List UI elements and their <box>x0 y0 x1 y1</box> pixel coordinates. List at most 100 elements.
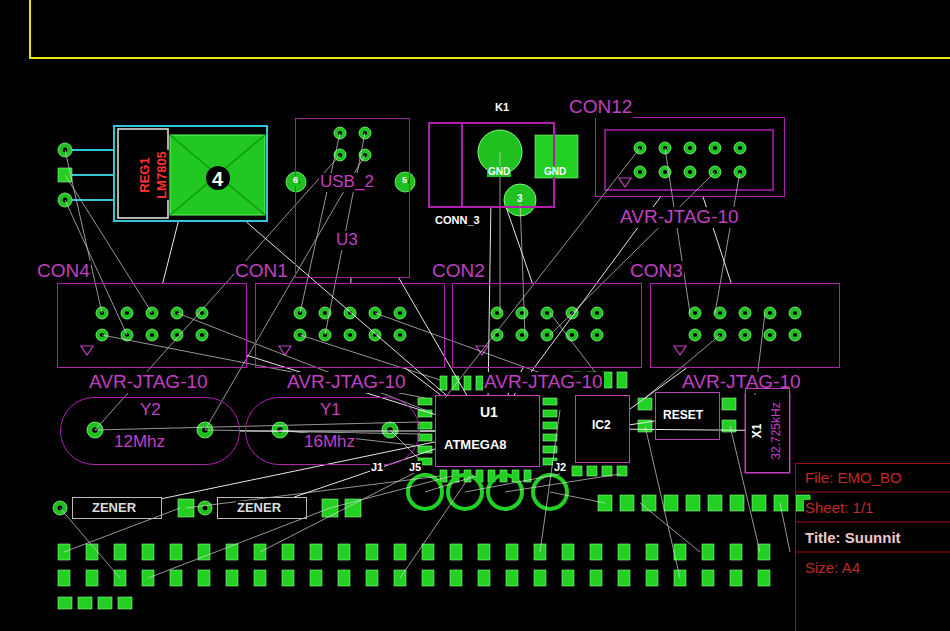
ratsnest-wire <box>550 313 595 372</box>
ratsnest-line <box>405 368 440 395</box>
drill-hole <box>125 311 129 315</box>
ratsnest <box>60 133 790 578</box>
smd-pad <box>58 597 72 609</box>
component-outline: U1ATMEGA8 <box>435 395 540 467</box>
smd-pad <box>534 570 546 586</box>
smd-pad <box>418 398 432 405</box>
ratsnest-line <box>399 278 467 395</box>
ratsnest-wire <box>400 476 470 578</box>
regulator-legs <box>72 150 113 200</box>
through-hole-pad <box>146 329 158 341</box>
ratsnest-line <box>240 431 435 432</box>
smd-pad <box>686 495 700 511</box>
through-hole-pad <box>516 329 528 341</box>
through-hole-pad <box>369 329 381 341</box>
pad-number: J2 <box>553 461 567 473</box>
drill-hole <box>200 333 204 337</box>
smd-pad <box>506 570 518 586</box>
through-hole-pad <box>541 329 553 341</box>
silkscreen-text: AVR-JTAG-10 <box>681 372 802 393</box>
drill-hole <box>520 311 524 315</box>
ratsnest-wire <box>520 200 525 335</box>
smd-pad <box>418 434 432 441</box>
smd-pad <box>562 570 574 586</box>
sheet-frame <box>30 0 950 58</box>
drill-hole <box>203 506 208 511</box>
drill-hole <box>663 170 667 174</box>
smd-pad <box>226 544 238 560</box>
drill-hole <box>595 311 599 315</box>
through-hole-pad <box>689 329 701 341</box>
drill-hole <box>150 333 154 337</box>
smd-pad <box>618 570 630 586</box>
drill-hole <box>638 170 642 174</box>
smd-pad <box>543 398 557 405</box>
through-hole-pad <box>709 142 721 154</box>
ratsnest-wire <box>95 422 418 430</box>
smd-pad <box>506 544 518 560</box>
component-outline: ZENER <box>217 497 307 519</box>
pad-number: 4 <box>211 168 224 190</box>
smd-pad <box>478 544 490 560</box>
smd-pad <box>730 495 744 511</box>
through-hole-pad <box>395 172 415 192</box>
ratsnest-wire <box>640 503 700 552</box>
pad-number: J1 <box>370 461 384 473</box>
through-hole-pad <box>394 307 406 319</box>
smd-pad <box>282 570 294 586</box>
smd-pad <box>394 544 406 560</box>
through-hole-pad <box>171 329 183 341</box>
ratsnest-wire <box>780 503 790 552</box>
silkscreen-text: Y1 <box>319 401 342 420</box>
smd-pad <box>620 495 634 511</box>
drill-hole <box>398 333 402 337</box>
ratsnest-wire <box>330 476 452 508</box>
smd-pad <box>440 376 447 390</box>
component-outline: REG1LM7805 <box>113 125 268 222</box>
drill-hole <box>693 333 697 337</box>
smd-pad <box>617 372 627 388</box>
ratsnest-wire <box>505 474 620 492</box>
ratsnest-line <box>488 208 491 395</box>
drill-hole <box>793 311 797 315</box>
drill-hole <box>738 146 742 150</box>
pad-number: 6 <box>292 176 299 186</box>
component-outline: CON4AVR-JTAG-10 <box>57 283 247 368</box>
crystal-outline <box>745 388 790 473</box>
drill-hole <box>688 170 692 174</box>
smd-pad <box>254 570 266 586</box>
smd-pad <box>170 544 182 560</box>
smd-pad <box>535 135 578 178</box>
ratsnest-wire <box>550 492 605 503</box>
silkscreen-text: CON2 <box>431 261 486 282</box>
tab-pad <box>170 135 265 215</box>
through-hole-pad <box>734 142 746 154</box>
smd-pad <box>602 466 612 476</box>
smd-pad <box>58 570 70 586</box>
ratsnest-wire <box>65 175 152 313</box>
ratsnest-wire <box>645 426 680 578</box>
smd-pad <box>543 434 557 441</box>
silkscreen-text: ZENER <box>236 501 282 515</box>
smd-pad <box>118 597 132 609</box>
pin1-marker <box>619 178 631 187</box>
smd-pad <box>646 544 658 560</box>
through-hole-pad <box>591 329 603 341</box>
smd-pad <box>674 544 686 560</box>
smd-pad <box>476 376 483 390</box>
smd-pad <box>590 570 602 586</box>
drill-hole <box>688 146 692 150</box>
smd-pad <box>170 570 182 586</box>
smd-pad <box>572 466 582 476</box>
ratsnest-wire <box>665 148 690 313</box>
smd-pad <box>702 544 714 560</box>
drill-hole <box>520 333 524 337</box>
smd-pad <box>758 570 770 586</box>
drill-hole <box>713 146 717 150</box>
through-hole-pad <box>541 307 553 319</box>
through-hole-pad <box>739 307 751 319</box>
through-hole-pad <box>634 166 646 178</box>
smd-pad <box>422 544 434 560</box>
silkscreen-text: GND <box>487 166 511 177</box>
silkscreen-text: RESET <box>662 409 704 422</box>
